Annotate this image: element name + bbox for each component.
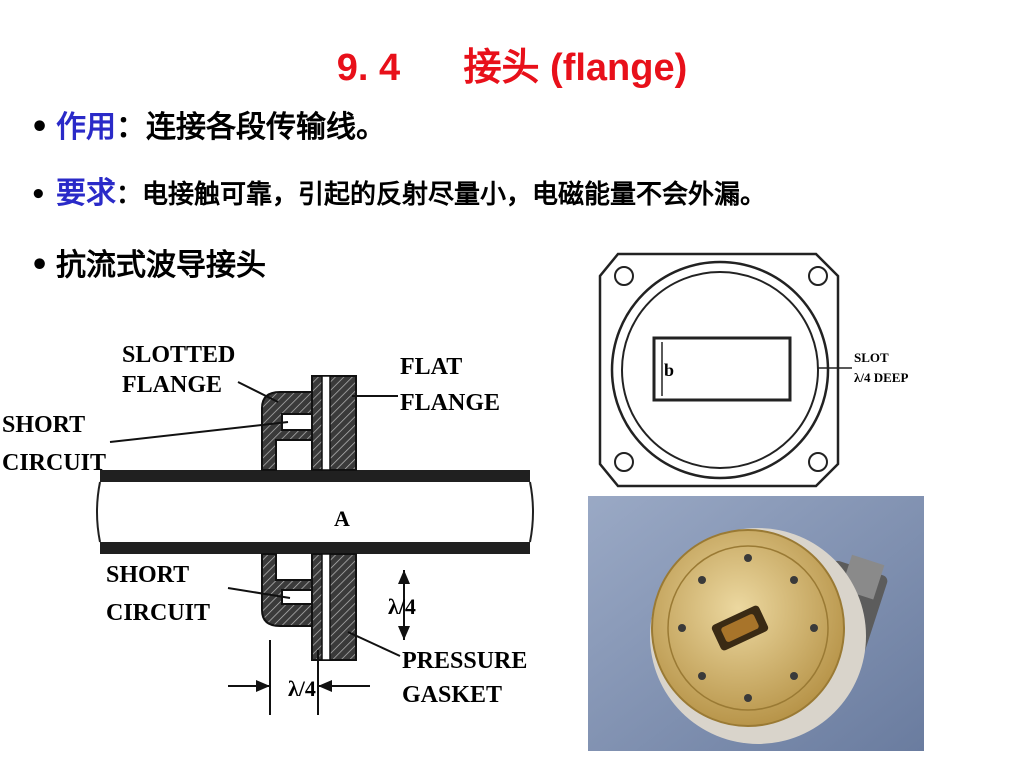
flange-front-view: b SLOT λ/4 DEEP [598,252,908,488]
slide-title: 9. 4 接头 (flange) [336,47,688,89]
flange-bolt-holes [678,554,818,702]
bullet-text: 抗流式波导接头 [56,248,266,283]
slotted-flange-label-2: FLANGE [122,372,222,398]
slot-label-2: λ/4 DEEP [854,370,908,385]
quarter-wave-horizontal-label: λ/4 [288,676,316,701]
flange-ring-outer [610,260,830,480]
bullet-keyword: 要求 [56,176,116,211]
bullet-requirement: • 要求：电接触可靠，引起的反射尽量小，电磁能量不会外漏。 [30,168,766,212]
pressure-gasket-label-2: GASKET [402,682,502,708]
waveguide-aperture [652,336,792,402]
bullet-marker: • [30,180,47,210]
slotted-flange-lower [261,553,357,661]
short-circuit-bottom-label-2: CIRCUIT [106,600,210,626]
pressure-gasket-label-1: PRESSURE [402,648,527,674]
bullet-marker: • [30,110,50,145]
flat-flange-label-2: FLANGE [400,390,500,416]
waveguide-label: A [334,506,350,531]
slotted-flange-upper [261,375,357,471]
slotted-flange-label-1: SLOTTED [122,342,235,368]
flange-photo [588,496,924,751]
bullet-marker: • [30,248,50,283]
short-circuit-top-label-2: CIRCUIT [2,450,106,476]
flat-flange-label-1: FLAT [400,354,462,380]
choke-joint-diagram: SLOTTED FLANGE FLAT FLANGE SHORT CIRCUIT… [2,342,534,715]
flange-ring-inner [621,271,819,469]
short-circuit-top-label-1: SHORT [2,412,85,438]
waveguide [96,470,534,554]
bullet-separator: ： [116,110,146,145]
bullet-text: 连接各段传输线。 [146,110,386,145]
dimension-b-label: b [664,360,674,380]
bullet-function: •作用：连接各段传输线。 [30,102,386,146]
arrow-heads [256,570,410,692]
short-circuit-bottom-label-1: SHORT [106,562,189,588]
bullet-separator: ： [116,180,143,210]
slot-label-1: SLOT [854,350,889,365]
bullet-keyword: 作用 [56,110,116,145]
quarter-wave-vertical-label: λ/4 [388,594,416,619]
bolt-holes [614,266,828,472]
bullet-choke-joint: •抗流式波导接头 [30,240,266,284]
bullet-text: 电接触可靠，引起的反射尽量小，电磁能量不会外漏。 [142,180,767,210]
